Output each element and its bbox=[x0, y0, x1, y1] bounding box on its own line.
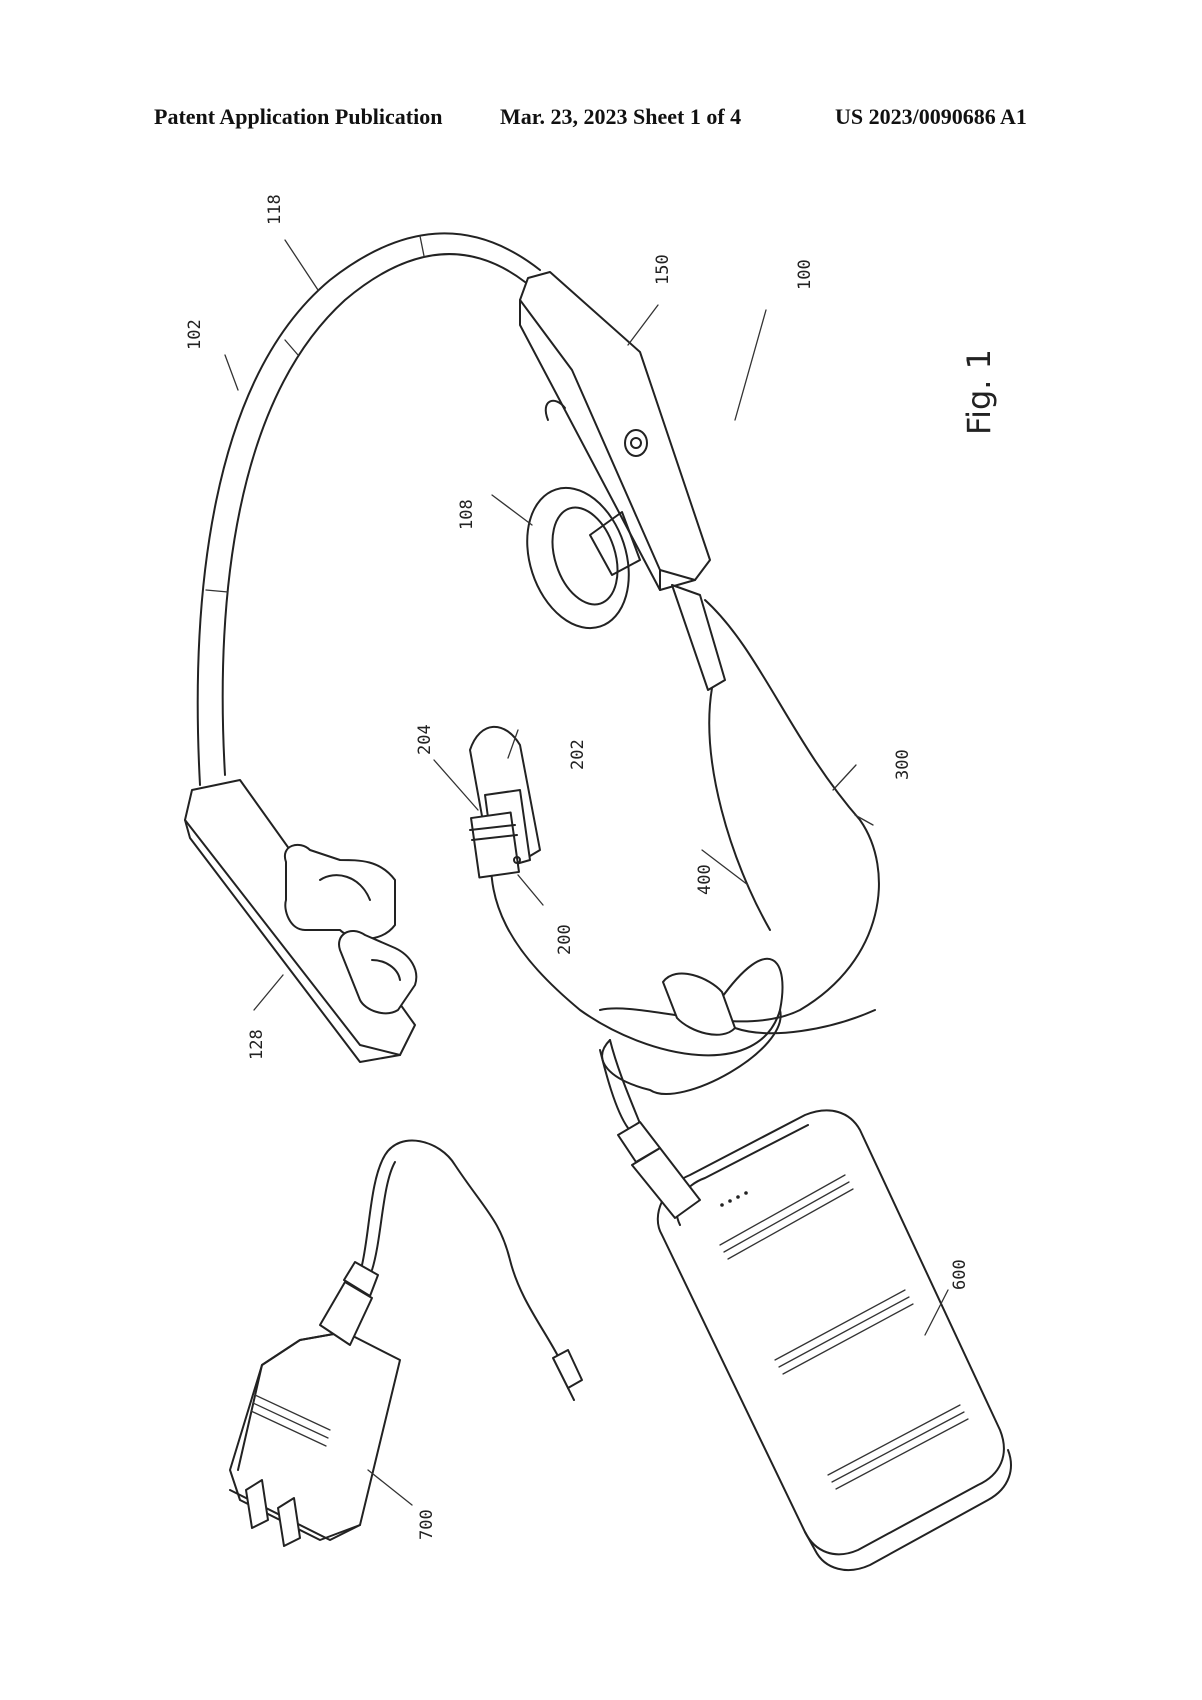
publication-date-sheet: Mar. 23, 2023 Sheet 1 of 4 bbox=[500, 104, 742, 129]
cable-400 bbox=[490, 814, 876, 1151]
leader-lines bbox=[224, 239, 949, 1506]
clip-200 bbox=[469, 725, 541, 879]
power-bank-600 bbox=[599, 1049, 1012, 1571]
housing-connector bbox=[671, 584, 861, 821]
publication-number: US 2023/0090686 A1 bbox=[835, 104, 1027, 129]
cable-300 bbox=[599, 687, 880, 1023]
ear-piece-108 bbox=[526, 486, 641, 630]
ref-100: 100 bbox=[795, 259, 815, 290]
holder-128 bbox=[184, 779, 418, 1063]
ref-200: 200 bbox=[555, 924, 575, 955]
ref-600: 600 bbox=[950, 1259, 970, 1290]
ref-700: 700 bbox=[417, 1509, 437, 1540]
ref-204: 204 bbox=[415, 724, 435, 755]
housing-150 bbox=[519, 271, 711, 591]
ref-202: 202 bbox=[568, 739, 588, 770]
ref-128: 128 bbox=[247, 1029, 267, 1060]
charger-700 bbox=[229, 1139, 583, 1547]
ref-400: 400 bbox=[695, 864, 715, 895]
ref-108: 108 bbox=[457, 499, 477, 530]
ref-300: 300 bbox=[893, 749, 913, 780]
ref-102: 102 bbox=[185, 319, 205, 350]
headband-102 bbox=[196, 232, 541, 786]
figure-label: Fig. 1 bbox=[960, 349, 998, 435]
publication-label: Patent Application Publication bbox=[154, 104, 443, 129]
ref-150: 150 bbox=[653, 254, 673, 285]
ref-118: 118 bbox=[265, 194, 285, 225]
reference-numerals: 100 102 118 150 108 204 202 200 128 300 … bbox=[185, 194, 970, 1540]
